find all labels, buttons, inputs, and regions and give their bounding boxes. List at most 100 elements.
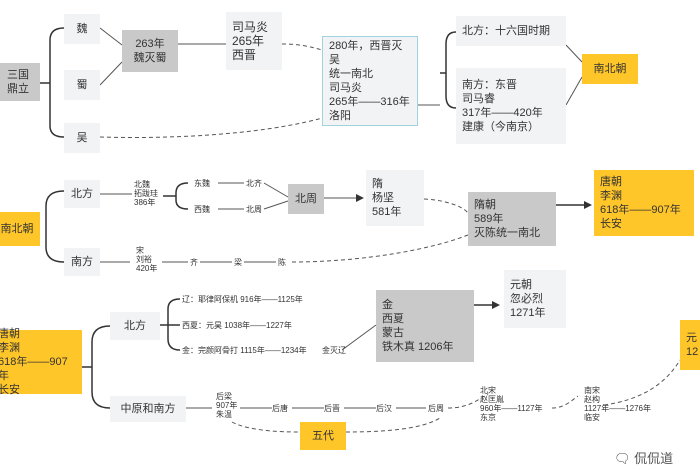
dongjin-name: 南方：东晋 bbox=[462, 79, 517, 91]
suichao-year: 589年 bbox=[474, 213, 504, 225]
beiqi-label: 北齐 bbox=[246, 179, 262, 188]
nansong-name: 南宋 bbox=[584, 386, 600, 395]
row2-north-label: 北方 bbox=[71, 188, 93, 200]
houtang-label: 后唐 bbox=[272, 404, 288, 413]
sanguo-label: 三国鼎立 bbox=[7, 69, 29, 95]
chen-label: 陈 bbox=[278, 258, 286, 267]
north-16-label: 北方：十六国时期 bbox=[462, 25, 550, 37]
beizhou-label: 北周 bbox=[295, 193, 317, 205]
beisong-founder: 赵匡胤 bbox=[480, 395, 504, 404]
zhengquan-box: 金 西夏 蒙古 铁木真 1206年 bbox=[376, 290, 474, 362]
arrow-to-sui bbox=[356, 194, 364, 202]
wudai-box: 五代 bbox=[300, 422, 346, 450]
tang-bottom-name: 唐朝 bbox=[0, 328, 20, 340]
zq-tiemuzhen: 铁木真 1206年 bbox=[382, 341, 454, 353]
dongwei-label: 东魏 bbox=[194, 179, 210, 188]
tang-top-founder: 李渊 bbox=[600, 190, 622, 202]
song-year: 420年 bbox=[136, 264, 158, 273]
beisong-capital: 东京 bbox=[480, 413, 496, 422]
tang-top-name: 唐朝 bbox=[600, 176, 622, 188]
houliang-name: 后梁 bbox=[216, 392, 232, 401]
nansong-years: 1127年——1276年 bbox=[584, 404, 651, 413]
song-founder: 刘裕 bbox=[136, 255, 152, 264]
zhongyuan-label: 中原和南方 bbox=[120, 403, 176, 415]
yuan-edge-box: 元 12 bbox=[680, 320, 700, 370]
jin-label: 金：完颜阿骨打 1115年——1234年 bbox=[182, 346, 307, 355]
row3-north-label: 北方 bbox=[124, 320, 146, 332]
nanbeichao-label: 南北朝 bbox=[0, 223, 34, 235]
wu-box: 吴 bbox=[64, 123, 100, 153]
sui-box: 隋 杨坚 581年 bbox=[366, 170, 424, 226]
nansong-label: 南宋 赵构 1127年——1276年 临安 bbox=[584, 386, 651, 422]
shu-box: 蜀 bbox=[64, 70, 100, 100]
tang-box-top: 唐朝 李渊 618年——907年 长安 bbox=[594, 170, 694, 236]
wei-mie-shu-year: 263年 bbox=[135, 38, 165, 50]
row3-north-box: 北方 bbox=[110, 312, 160, 340]
watermark: 🗨 侃侃道 bbox=[614, 448, 673, 467]
north-16-box: 北方：十六国时期 bbox=[456, 16, 566, 46]
beisong-name: 北宋 bbox=[480, 386, 496, 395]
wudai-label: 五代 bbox=[312, 430, 334, 442]
qi-label: 齐 bbox=[190, 258, 198, 267]
beisong-years: 960年——1127年 bbox=[480, 404, 543, 413]
beiwei-label: 北魏 拓跋珪 386年 bbox=[134, 180, 158, 207]
unify-years: 265年——316年 bbox=[329, 96, 410, 108]
xixia-label: 西夏：元昊 1038年——1227年 bbox=[182, 321, 292, 330]
bracket-north bbox=[167, 298, 181, 351]
nanbeichao-top-box: 南北朝 bbox=[582, 54, 638, 84]
wei-box: 魏 bbox=[64, 14, 100, 44]
unify-desc: 统一南北 bbox=[329, 68, 373, 80]
suichao-box: 隋朝 589年 灭陈统一南北 bbox=[468, 192, 556, 246]
yuan-box: 元朝 忽必烈 1271年 bbox=[504, 270, 566, 328]
sanguo-box: 三国鼎立 bbox=[0, 63, 40, 101]
unify-event: 280年，西晋灭吴 bbox=[329, 40, 403, 66]
sui-founder: 杨坚 bbox=[372, 192, 394, 204]
song-label: 宋 刘裕 420年 bbox=[136, 246, 157, 273]
row2-south-box: 南方 bbox=[64, 248, 100, 276]
tang-box-bottom: 唐朝 李渊 618年——907年 长安 bbox=[0, 328, 82, 396]
bracket-sanguo bbox=[49, 27, 65, 138]
beisong-label: 北宋 赵匡胤 960年——1127年 东京 bbox=[480, 386, 543, 422]
xijin-founder: 司马炎 bbox=[232, 20, 269, 34]
yuan-name: 元朝 bbox=[510, 279, 532, 291]
yuan-year: 1271年 bbox=[510, 307, 546, 319]
sui-year: 581年 bbox=[372, 206, 402, 218]
beiwei-year: 386年 bbox=[134, 198, 156, 207]
row2-south-label: 南方 bbox=[71, 256, 93, 268]
zq-xixia: 西夏 bbox=[382, 313, 404, 325]
yuan-edge-year: 12 bbox=[686, 346, 699, 358]
beiwei-name: 北魏 bbox=[134, 180, 150, 189]
xijin-unify-box: 280年，西晋灭吴 统一南北 司马炎 265年——316年 洛阳 bbox=[322, 36, 418, 126]
suichao-event: 灭陈统一南北 bbox=[474, 227, 540, 239]
arrow-to-tang bbox=[584, 201, 592, 209]
liang-label: 梁 bbox=[234, 258, 242, 267]
houliang-label: 后梁 907年 朱温 bbox=[216, 392, 237, 419]
dongjin-box: 南方：东晋 司马睿 317年——420年 建康（今南京） bbox=[456, 68, 566, 144]
bracket-jin bbox=[445, 31, 457, 109]
unify-founder: 司马炎 bbox=[329, 82, 362, 94]
wu-label: 吴 bbox=[76, 132, 88, 144]
dongjin-capital: 建康（今南京） bbox=[462, 121, 539, 133]
dongjin-years: 317年——420年 bbox=[462, 107, 543, 119]
houliang-founder: 朱温 bbox=[216, 410, 232, 419]
wei-label: 魏 bbox=[76, 23, 88, 35]
zq-jin: 金 bbox=[382, 299, 393, 311]
suichao-name: 隋朝 bbox=[474, 199, 496, 211]
chat-bubble-icon: 🗨 bbox=[614, 451, 631, 466]
sui-name: 隋 bbox=[372, 178, 383, 190]
yuan-edge-name: 元 bbox=[686, 332, 697, 344]
xijin-box: 司马炎 265年 西晋 bbox=[226, 12, 282, 70]
tang-top-capital: 长安 bbox=[600, 218, 622, 230]
bracket-tang bbox=[91, 325, 111, 409]
liao-label: 辽：耶律阿保机 916年——1125年 bbox=[182, 295, 303, 304]
tang-bottom-capital: 长安 bbox=[0, 384, 20, 396]
houjin-label: 后晋 bbox=[324, 404, 340, 413]
houhan-label: 后汉 bbox=[376, 404, 392, 413]
beizhou-small-label: 北周 bbox=[246, 205, 262, 214]
bracket-beiwei bbox=[175, 182, 189, 210]
dongjin-founder: 司马睿 bbox=[462, 93, 495, 105]
beiwei-founder: 拓跋珪 bbox=[134, 189, 158, 198]
yuan-founder: 忽必烈 bbox=[510, 293, 543, 305]
